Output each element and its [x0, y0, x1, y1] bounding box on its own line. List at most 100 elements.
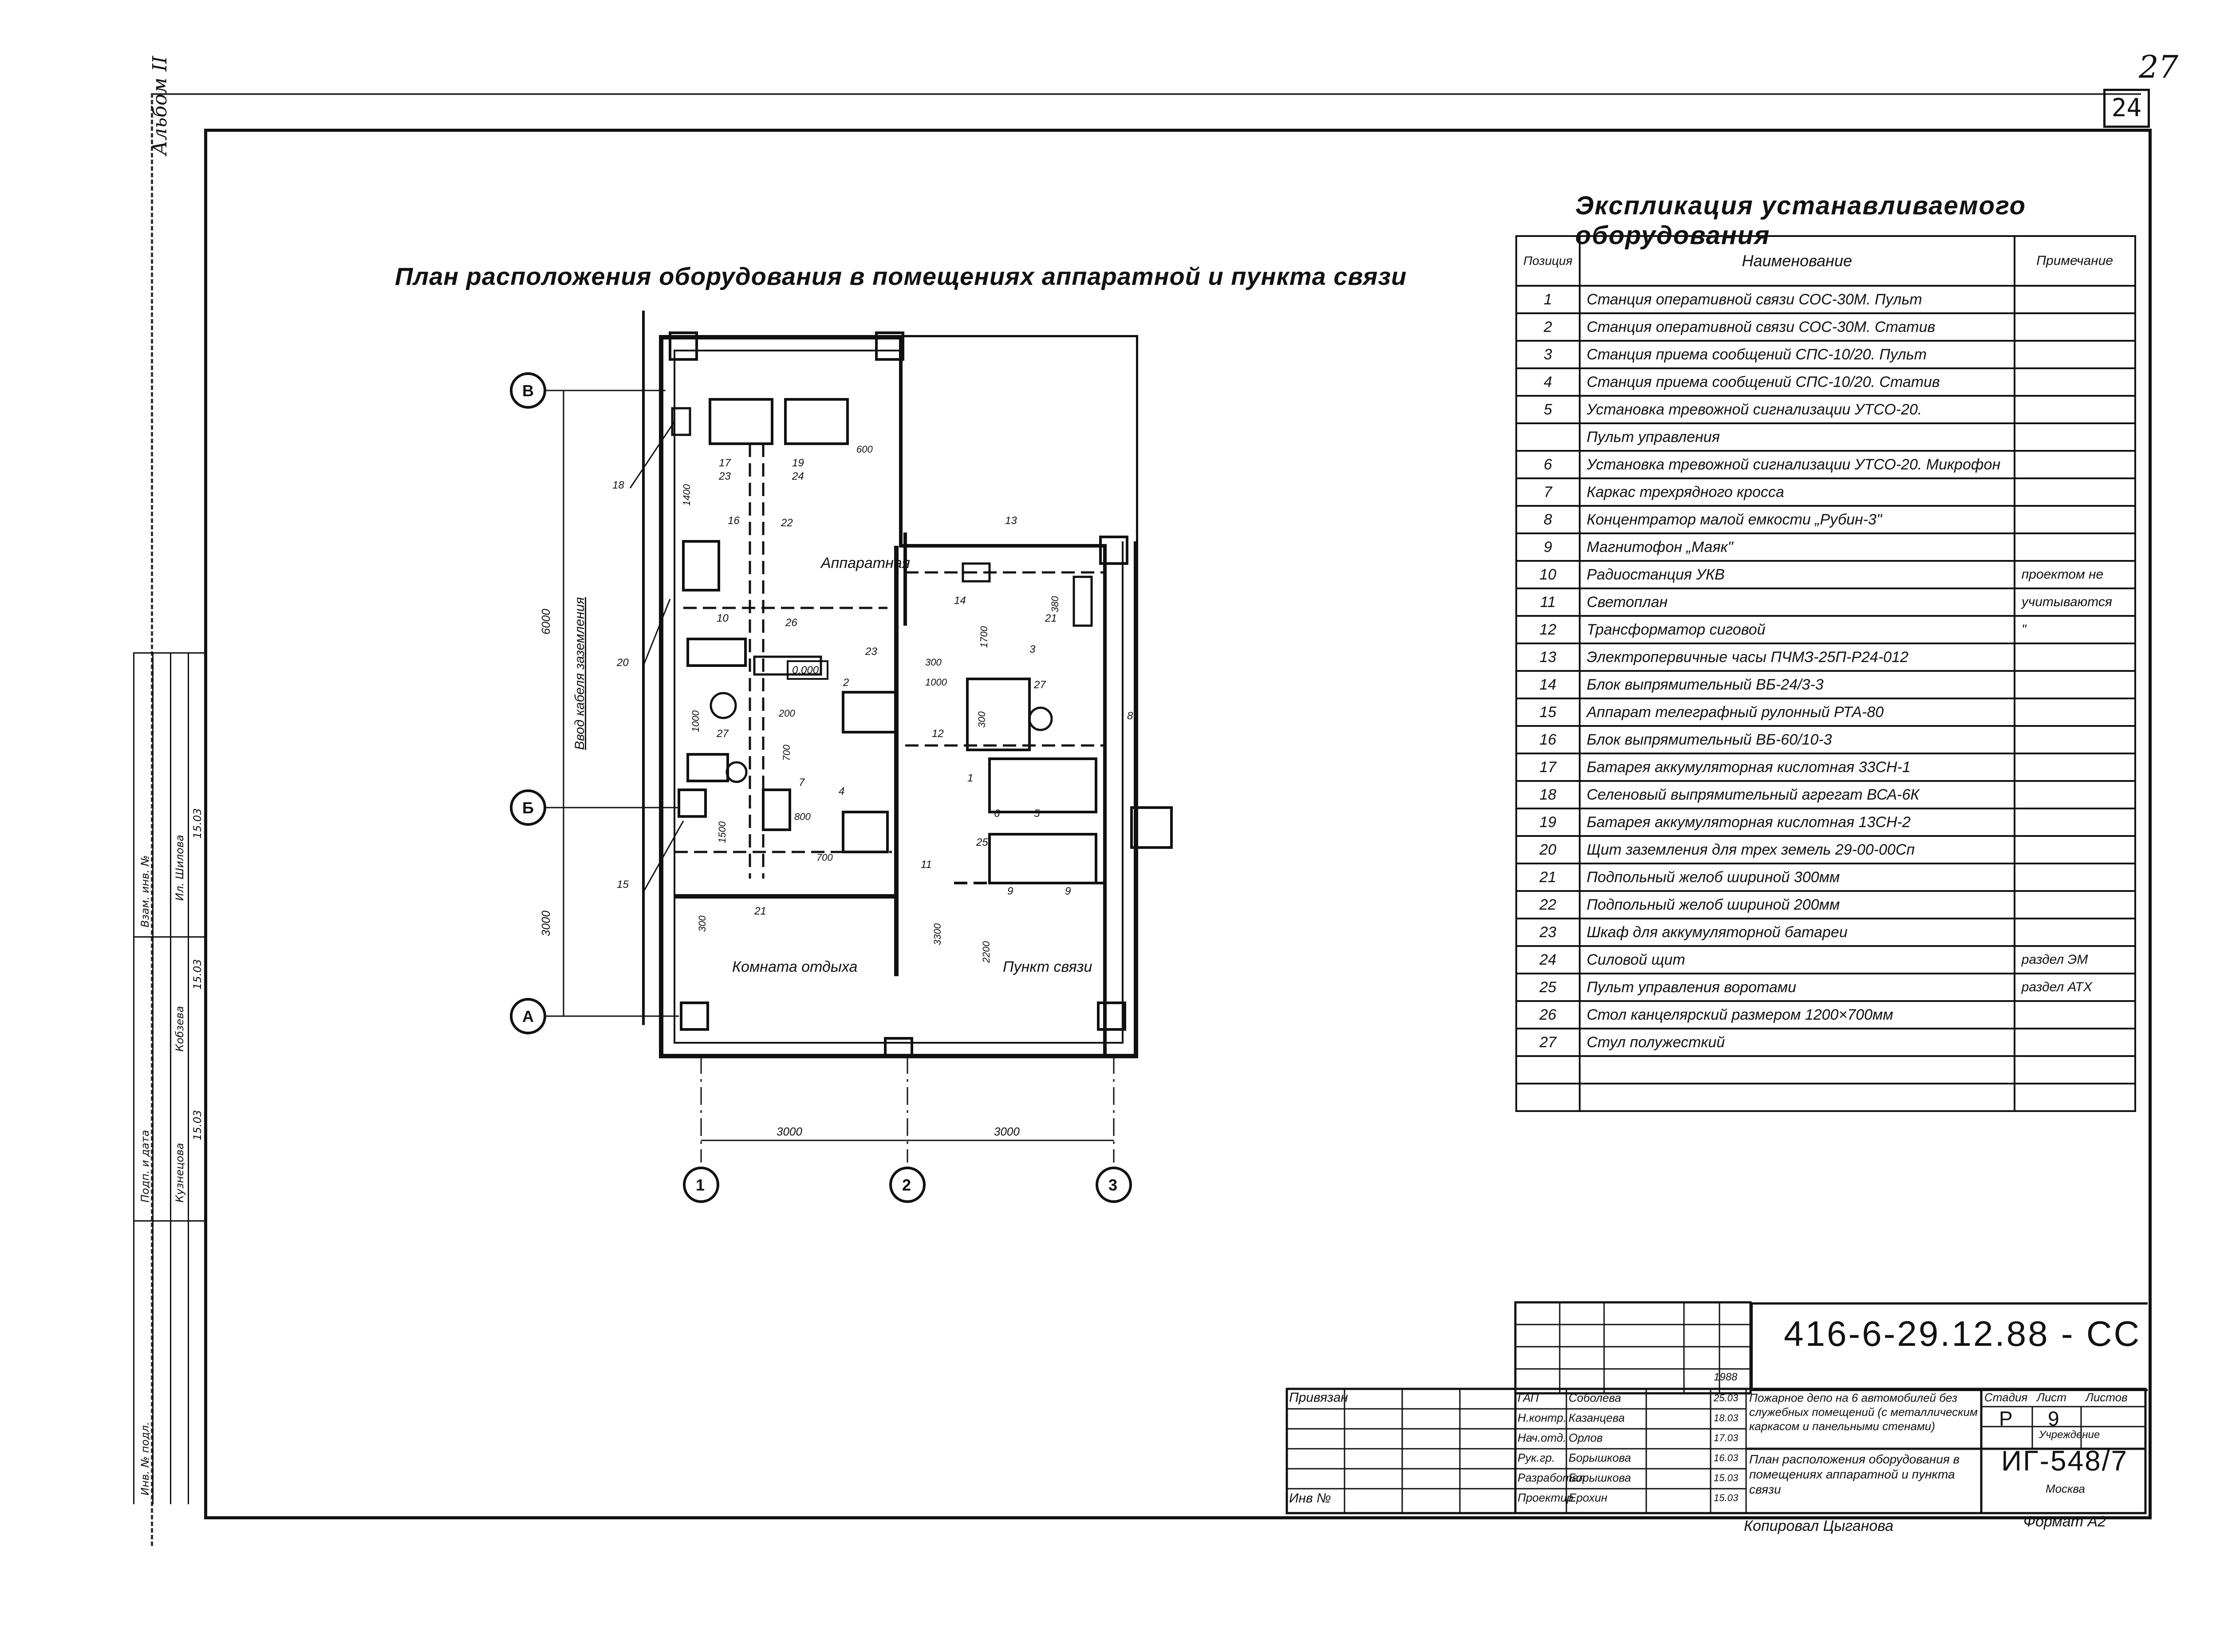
plan-label: 26	[785, 617, 797, 629]
plan-label: 2	[843, 677, 849, 689]
cell-note	[2013, 698, 2136, 727]
cell-name: Пульт управления	[1578, 422, 2015, 452]
leader-18	[629, 421, 675, 489]
cell-note	[2013, 725, 2136, 754]
cell-name: Стол канцелярский размером 1200×700мм	[1578, 1000, 2015, 1029]
cell-name: Станция приема сообщений СПС-10/20. Стат…	[1578, 367, 2015, 397]
stamp-year: 1988	[1714, 1371, 1738, 1383]
cell-note	[2013, 340, 2136, 369]
plan-label: 10	[717, 612, 729, 624]
cell-name: Аппарат телеграфный рулонный РТА-80	[1578, 698, 2015, 727]
axis-label-3: 3	[1108, 1176, 1118, 1194]
cell-name: Пульт управления воротами	[1578, 973, 2015, 1002]
wall-notch	[901, 337, 1136, 541]
cell-note: раздел АТХ	[2013, 973, 2136, 1002]
axis-label-A: А	[522, 1007, 534, 1025]
cell-name: Блок выпрямительный ВБ-24/3-3	[1578, 670, 2015, 699]
plan-label: 20	[617, 657, 629, 669]
plan-label: 22	[781, 517, 793, 529]
cell-pos: 22	[1515, 890, 1581, 919]
desk-1	[988, 757, 1097, 813]
dim-200: 200	[779, 708, 795, 719]
cell-note	[2013, 643, 2136, 672]
role: ГАП	[1518, 1391, 1539, 1404]
cell-name: Каркас трехрядного кросса	[1578, 477, 2015, 507]
battery-19	[784, 398, 849, 445]
level-mark-label: 0.000	[792, 664, 819, 676]
date: 25.03	[1714, 1392, 1739, 1404]
object-title: Пожарное депо на 6 автомобилей без служе…	[1749, 1391, 1978, 1433]
wall-inner	[674, 350, 1124, 1044]
inv-label: Инв №	[1289, 1491, 1331, 1506]
battery-17	[709, 398, 773, 445]
column	[678, 789, 707, 818]
plan-label: 9	[1065, 885, 1071, 897]
cell-pos: 10	[1515, 560, 1581, 589]
cell-note	[2013, 312, 2136, 342]
cell-pos: 2	[1515, 312, 1581, 342]
dim-3000-b: 3000	[994, 1125, 1020, 1138]
cell-pos: 3	[1515, 340, 1581, 369]
header-name: Наименование	[1578, 235, 2015, 287]
plan-label: 27	[717, 728, 729, 740]
axis-marker-V	[510, 372, 546, 409]
table-row	[1515, 1083, 2136, 1112]
institution-label: Учреждение	[2039, 1429, 2100, 1441]
plan-label: 11	[921, 859, 932, 871]
date: 16.03	[1714, 1452, 1739, 1463]
cell-note	[2013, 532, 2136, 562]
dim-300a: 300	[925, 657, 942, 668]
cell-note	[2013, 422, 2136, 452]
cell-note	[2013, 1055, 2136, 1084]
cell-note: учитываются	[2013, 587, 2136, 617]
paper-format: Формат А2	[2023, 1513, 2106, 1530]
plan-label: 19	[792, 457, 804, 469]
room-comm-label: Пункт связи	[1003, 958, 1092, 975]
cell-pos: 18	[1515, 780, 1581, 809]
column	[669, 331, 698, 361]
role: Разработал	[1518, 1471, 1585, 1484]
cell-note	[2013, 1000, 2136, 1029]
cell-pos: 23	[1515, 918, 1581, 947]
cell-name: Трансформатор сиговой	[1578, 615, 2015, 644]
plan-label: 23	[865, 646, 877, 658]
plan-title: План расположения оборудования в помещен…	[395, 262, 1407, 290]
document-code: 416-6-29.12.88 - СС	[1784, 1314, 2141, 1353]
person-name: Орлов	[1569, 1431, 1603, 1444]
date: 15.03	[1714, 1472, 1739, 1483]
person-name: Соболева	[1569, 1391, 1621, 1404]
role: Н.контр.	[1518, 1411, 1567, 1424]
plan-label: 21	[754, 905, 766, 917]
cell-note	[2013, 753, 2136, 782]
cell-note	[2013, 780, 2136, 809]
cell-note	[2013, 918, 2136, 947]
plan-label: 13	[1005, 515, 1017, 527]
cell-note	[2013, 670, 2136, 699]
cell-note	[2013, 890, 2136, 919]
header-note: Примечание	[2013, 235, 2136, 287]
plan-label: 1	[967, 772, 974, 784]
cell-pos: 14	[1515, 670, 1581, 699]
unit-21	[1073, 576, 1093, 627]
cell-pos	[1515, 1083, 1581, 1112]
cell-name: Батарея аккумуляторная кислотная 13СН-2	[1578, 808, 2015, 837]
cell-name: Светоплан	[1578, 587, 2015, 617]
table-row: Пульт управления	[1515, 422, 2136, 452]
desk-25	[988, 833, 1097, 884]
sheet-number-top: 27	[2139, 49, 2179, 85]
plan-label: 25	[976, 836, 988, 848]
leader-20	[643, 599, 671, 666]
